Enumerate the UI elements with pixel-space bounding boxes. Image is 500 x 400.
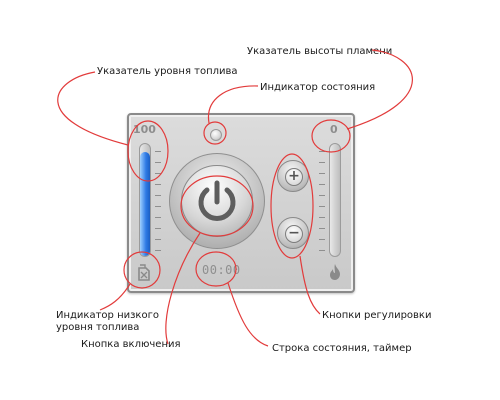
gauge-tick — [319, 195, 325, 196]
gauge-tick — [319, 250, 325, 251]
gauge-tick — [319, 162, 325, 163]
gauge-tick — [155, 206, 161, 207]
label-low-fuel: Индикатор низкого уровня топлива — [56, 310, 159, 333]
gauge-tick — [155, 173, 161, 174]
increase-button[interactable]: + — [277, 160, 309, 192]
gauge-tick — [319, 228, 325, 229]
device-panel: 100 00:00 + − 0 — [127, 113, 355, 293]
minus-icon: − — [285, 225, 303, 243]
gauge-tick — [319, 206, 325, 207]
gauge-tick — [155, 228, 161, 229]
gauge-tick — [155, 162, 161, 163]
label-adjust-buttons: Кнопки регулировки — [322, 310, 432, 321]
gauge-tick — [155, 217, 161, 218]
gauge-tick — [319, 151, 325, 152]
flame-icon — [330, 264, 340, 280]
gauge-tick — [319, 217, 325, 218]
gauge-tick — [155, 151, 161, 152]
label-flame-height: Указатель высоты пламени — [247, 46, 393, 57]
status-timer: 00:00 — [202, 263, 241, 277]
gauge-tick — [155, 239, 161, 240]
flame-value: 0 — [330, 123, 338, 136]
label-power-button: Кнопка включения — [81, 339, 181, 350]
gauge-tick — [319, 173, 325, 174]
decrease-button[interactable]: − — [277, 217, 309, 249]
gauge-tick — [155, 250, 161, 251]
fuel-max-value: 100 — [133, 123, 156, 136]
gauge-tick — [155, 195, 161, 196]
status-indicator-led — [210, 129, 222, 141]
flame-height-gauge — [329, 143, 341, 257]
fuel-can-icon — [138, 264, 150, 281]
gauge-tick — [155, 184, 161, 185]
gauge-tick — [319, 239, 325, 240]
label-fuel-level: Указатель уровня топлива — [97, 66, 238, 77]
power-button[interactable] — [181, 165, 253, 237]
gauge-tick — [319, 184, 325, 185]
fuel-level-gauge — [139, 143, 151, 257]
plus-icon: + — [285, 168, 303, 186]
label-status-line: Строка состояния, таймер — [272, 343, 412, 354]
label-status-indicator: Индикатор состояния — [260, 82, 376, 93]
fuel-level-fill — [140, 151, 150, 256]
power-icon — [198, 180, 236, 221]
